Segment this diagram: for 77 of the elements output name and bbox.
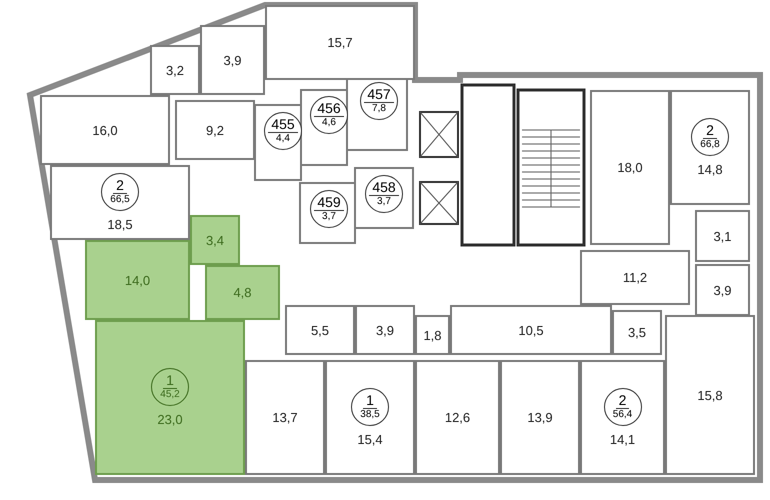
room (175, 100, 255, 160)
room-area-label: 12,6 (444, 410, 470, 425)
room-area-label: 18,5 (107, 217, 133, 232)
apartment-badge (101, 173, 139, 211)
apartment-area: 3,7 (377, 196, 391, 208)
room (200, 25, 265, 95)
room (612, 310, 662, 355)
apartment-area: 66,5 (110, 194, 130, 206)
room (40, 95, 170, 165)
room-area-label: 3,5 (628, 325, 646, 340)
room (695, 264, 750, 316)
room-area-label: 4,8 (233, 285, 252, 300)
apartment-area: 45,2 (160, 389, 180, 401)
room (665, 315, 755, 475)
room-area-label: 16,0 (92, 122, 118, 138)
room-area-label: 14,8 (697, 162, 723, 177)
apartment-number: 1 (363, 393, 377, 409)
room (450, 305, 612, 355)
apartment-area: 4,4 (276, 133, 290, 145)
apartment-number: 2 (703, 123, 717, 139)
room-area-label: 15,8 (697, 388, 723, 402)
apartment-area: 56,4 (612, 409, 632, 421)
room-area-label: 14,1 (610, 432, 636, 447)
apartment-area: 4,6 (322, 117, 336, 129)
room-area-label: 3,1 (713, 228, 732, 244)
room-area-label: 15,7 (327, 35, 353, 50)
room-area-label: 3,9 (713, 282, 732, 298)
apartment-badge (691, 118, 729, 156)
room-area-label: 18,0 (617, 160, 643, 175)
room (325, 360, 415, 475)
room (500, 360, 580, 475)
room (415, 315, 450, 355)
apartment-number: 456 (314, 101, 344, 117)
room-area-label: 9,2 (206, 122, 224, 138)
room-area-label: 15,4 (357, 432, 383, 447)
apartment-area: 3,7 (322, 211, 336, 223)
room-area-label: 1,8 (423, 328, 442, 342)
apartment-badge (151, 368, 189, 406)
apartment-area: 38,5 (360, 409, 380, 421)
apartment-number: 1 (163, 373, 177, 389)
room-area-label: 13,7 (272, 410, 298, 425)
room (95, 320, 245, 475)
room-area-label: 14,0 (124, 272, 150, 288)
room-area-label: 13,9 (527, 410, 553, 425)
apartment-number: 2 (616, 393, 630, 409)
room-area-label: 5,5 (310, 322, 330, 338)
room (670, 90, 750, 205)
room-area-label: 11,2 (622, 270, 648, 285)
room (415, 360, 500, 475)
room (85, 240, 190, 320)
room (245, 360, 325, 475)
apartment-number: 459 (314, 195, 344, 211)
room-area-label: 3,9 (223, 52, 242, 68)
apartment-number: 457 (364, 87, 394, 103)
apartment-number: 455 (268, 117, 298, 133)
room-area-label: 23,0 (157, 412, 183, 427)
room-area-label: 3,9 (376, 322, 394, 338)
apartment-area: 7,8 (372, 103, 386, 115)
room (285, 305, 355, 355)
room (265, 5, 415, 80)
apartment-badge (604, 388, 642, 426)
room (205, 265, 280, 320)
apartment-area: 66,8 (700, 139, 720, 151)
room-area-label: 3,2 (166, 62, 184, 78)
room (580, 360, 665, 475)
room (580, 250, 690, 305)
apartment-badge (351, 388, 389, 426)
room (695, 210, 750, 262)
room-area-label: 3,4 (206, 232, 224, 248)
room (150, 45, 200, 95)
room-area-label: 10,5 (518, 322, 544, 338)
room (190, 215, 240, 265)
room (50, 165, 190, 240)
room (355, 305, 415, 355)
apartment-number: 2 (113, 178, 127, 194)
room (590, 90, 670, 245)
apartment-number: 458 (369, 180, 399, 196)
